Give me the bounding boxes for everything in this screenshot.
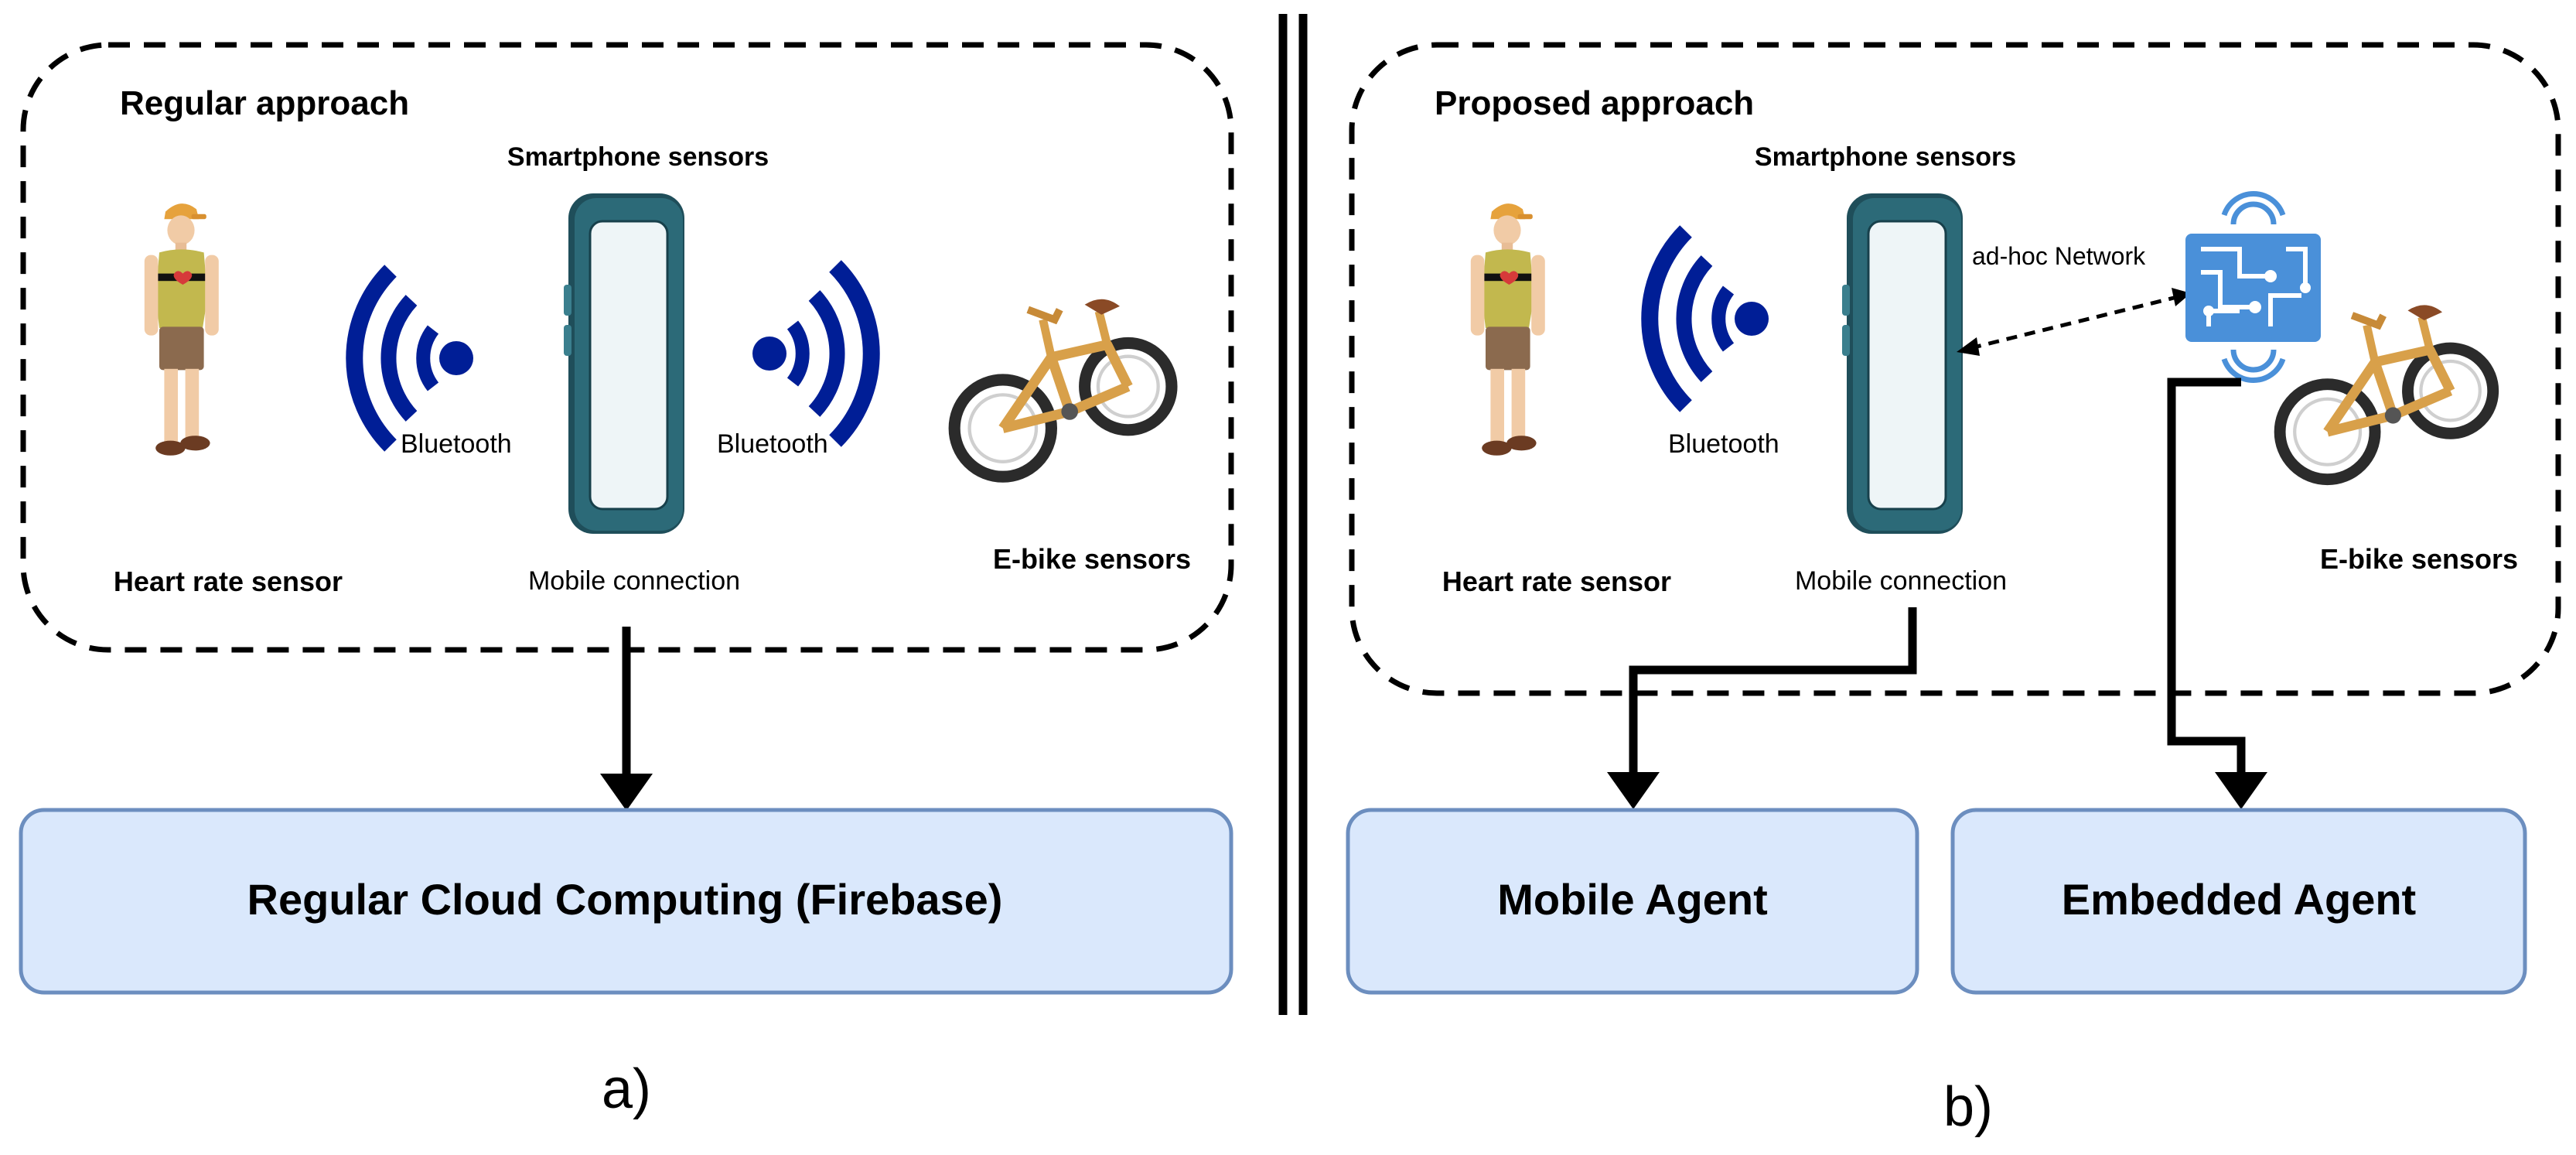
smartphone-sensors-label: Smartphone sensors [1755, 142, 2016, 172]
bluetooth-icon [346, 265, 473, 452]
smartphone-icon [562, 192, 686, 535]
regular-approach-title: Regular approach [120, 84, 409, 122]
adhoc-network-link [1957, 288, 2191, 356]
heart-rate-sensor-label: Heart rate sensor [1442, 566, 1671, 597]
embedded-chip-icon [2185, 190, 2321, 384]
caption-a: a) [602, 1058, 651, 1120]
ebike-sensors-label: E-bike sensors [993, 543, 1191, 575]
cloud-computing-label: Regular Cloud Computing (Firebase) [247, 875, 1003, 924]
embedded-agent-connector [2167, 378, 2246, 778]
panel-divider [1278, 14, 1308, 1015]
left-panel: Regular approach Smartphone sensors Blue… [19, 42, 1234, 1120]
cloud-computing-box [19, 808, 1233, 995]
proposed-approach-group [1349, 42, 2561, 696]
bluetooth-icon [752, 260, 880, 447]
heart-rate-sensor-label: Heart rate sensor [114, 566, 343, 597]
bluetooth-icon [1641, 225, 1769, 412]
smartphone-sensors-label: Smartphone sensors [507, 142, 769, 172]
bicycle-icon [954, 299, 1172, 477]
embedded-agent-box [1950, 808, 2527, 995]
bluetooth-label-left: Bluetooth [401, 429, 512, 459]
mobile-agent-box [1346, 808, 1919, 995]
person-icon [1470, 203, 1545, 456]
mobile-connection-label: Mobile connection [1795, 566, 2007, 596]
right-panel: Proposed approach Smartphone sensors Blu… [1346, 42, 2561, 1138]
person-icon [144, 203, 219, 456]
caption-b: b) [1943, 1076, 1993, 1138]
mobile-agent-label: Mobile Agent [1497, 875, 1767, 924]
mobile-agent-connector [1629, 607, 1917, 778]
embedded-agent-label: Embedded Agent [2062, 875, 2416, 924]
smartphone-icon [1841, 192, 1964, 535]
mobile-connection-label: Mobile connection [528, 566, 740, 596]
bluetooth-label: Bluetooth [1668, 429, 1779, 459]
adhoc-network-label: ad-hoc Network [1972, 242, 2146, 270]
proposed-approach-title: Proposed approach [1435, 84, 1754, 122]
bluetooth-label-right: Bluetooth [717, 429, 828, 459]
ebike-sensors-label: E-bike sensors [2320, 543, 2518, 575]
